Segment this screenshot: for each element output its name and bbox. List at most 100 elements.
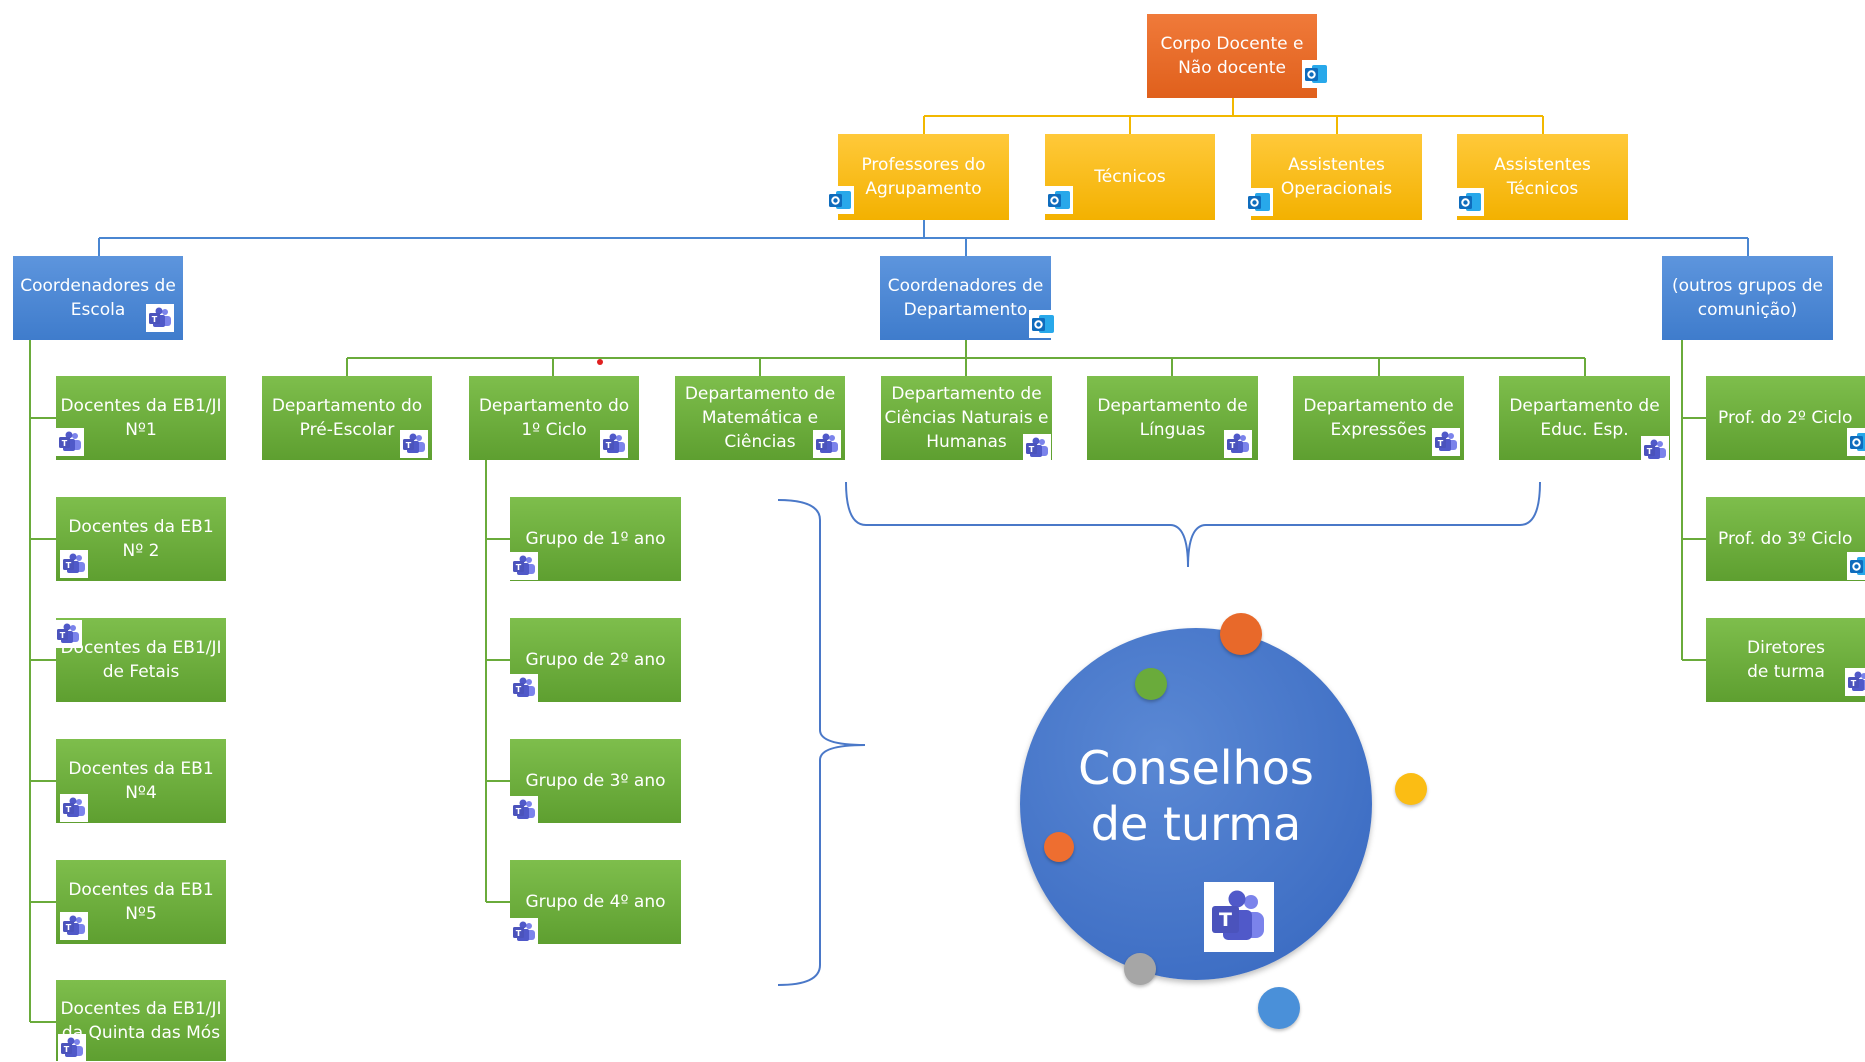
node-grupo-2-ano[interactable]: Grupo de 2º ano bbox=[510, 618, 681, 702]
class-councils-label-line2: de turma bbox=[1090, 797, 1302, 851]
node-dept-educ-esp-label: Departamento de Educ. Esp. bbox=[1509, 396, 1660, 440]
svg-text:T: T bbox=[1230, 441, 1236, 450]
node-tecnicos[interactable]: Técnicos bbox=[1045, 134, 1215, 220]
node-grupo-1-ano[interactable]: Grupo de 1º ano bbox=[510, 497, 681, 581]
outlook-icon[interactable] bbox=[1456, 188, 1484, 216]
svg-text:T: T bbox=[516, 929, 522, 938]
teams-icon[interactable]: T bbox=[510, 918, 538, 946]
teams-icon[interactable]: T bbox=[510, 552, 538, 580]
outlook-icon[interactable] bbox=[1847, 428, 1865, 456]
node-grupo-1-ano-label: Grupo de 1º ano bbox=[525, 529, 666, 549]
yellow-dot bbox=[1395, 773, 1427, 805]
teams-icon[interactable]: T bbox=[146, 304, 174, 332]
node-school-6[interactable]: Docentes da EB1/JI da Quinta das Mós bbox=[56, 980, 226, 1061]
node-root-label: Corpo Docente e Não docente bbox=[1160, 34, 1304, 78]
svg-text:T: T bbox=[1438, 439, 1444, 448]
teams-icon[interactable]: T bbox=[60, 912, 88, 940]
teams-icon[interactable]: T bbox=[813, 430, 841, 458]
node-professores-label: Professores do Agrupamento bbox=[861, 155, 986, 199]
node-prof-2-ciclo[interactable]: Prof. do 2º Ciclo bbox=[1706, 376, 1865, 460]
outlook-icon[interactable] bbox=[1302, 60, 1330, 88]
node-school-3-label: Docentes da EB1/JI de Fetais bbox=[60, 638, 222, 682]
teams-icon[interactable]: T bbox=[510, 796, 538, 824]
node-grupo-3-ano-label: Grupo de 3º ano bbox=[525, 771, 666, 791]
svg-text:T: T bbox=[62, 439, 68, 448]
outlook-icon[interactable] bbox=[1847, 552, 1865, 580]
teams-icon[interactable]: T bbox=[60, 794, 88, 822]
node-grupo-3-ano[interactable]: Grupo de 3º ano bbox=[510, 739, 681, 823]
teams-icon[interactable]: T bbox=[510, 674, 538, 702]
teams-icon[interactable]: T bbox=[1845, 668, 1865, 696]
teams-icon[interactable]: T bbox=[1432, 428, 1460, 456]
node-outros-grupos[interactable]: (outros grupos de comunição) bbox=[1662, 256, 1833, 340]
node-dept-pre-escolar-label: Departamento do Pré-Escolar bbox=[271, 396, 423, 440]
node-school-4-label: Docentes da EB1 Nº4 bbox=[68, 759, 214, 803]
teams-icon[interactable]: T bbox=[56, 428, 84, 456]
outlook-icon[interactable] bbox=[1029, 310, 1057, 338]
teams-icon[interactable]: T bbox=[1023, 434, 1051, 462]
orange-dot bbox=[1220, 613, 1262, 655]
teams-icon[interactable]: T bbox=[600, 430, 628, 458]
node-diretores-turma[interactable]: Diretores de turma bbox=[1706, 618, 1865, 702]
green-dot bbox=[1135, 668, 1167, 700]
svg-text:T: T bbox=[1851, 679, 1857, 688]
svg-text:T: T bbox=[60, 631, 66, 640]
svg-text:T: T bbox=[516, 685, 522, 694]
teams-icon[interactable]: T bbox=[60, 550, 88, 578]
node-dept-matematica[interactable]: Departamento de Matemática e Ciências bbox=[675, 376, 845, 460]
svg-text:T: T bbox=[516, 807, 522, 816]
svg-text:T: T bbox=[1029, 445, 1035, 454]
node-assistentes-tecnicos[interactable]: Assistentes Técnicos bbox=[1457, 134, 1628, 220]
svg-text:T: T bbox=[516, 563, 522, 572]
teams-icon[interactable]: T bbox=[1224, 430, 1252, 458]
node-dept-expressoes-label: Departamento de Expressões bbox=[1303, 396, 1454, 440]
node-dept-matematica-label: Departamento de Matemática e Ciências bbox=[684, 384, 836, 452]
node-outros-grupos-label: (outros grupos de comunição) bbox=[1671, 276, 1823, 320]
outlook-icon[interactable] bbox=[1045, 186, 1073, 214]
node-school-2-label: Docentes da EB1 Nº 2 bbox=[68, 517, 214, 561]
class-councils-label-line1: Conselhos bbox=[1078, 741, 1314, 795]
blue-dot bbox=[1258, 987, 1300, 1029]
teams-icon[interactable]: T bbox=[58, 1034, 86, 1062]
svg-text:T: T bbox=[1219, 909, 1232, 931]
node-school-1-label: Docentes da EB1/JI Nº1 bbox=[60, 396, 222, 440]
outlook-icon[interactable] bbox=[1245, 188, 1273, 216]
gray-dot bbox=[1124, 953, 1156, 985]
node-school-1[interactable]: Docentes da EB1/JI Nº1 bbox=[56, 376, 226, 460]
node-school-3[interactable]: Docentes da EB1/JI de Fetais bbox=[56, 618, 226, 702]
teams-logo-icon[interactable]: T bbox=[1204, 882, 1274, 952]
class-councils-label: Conselhos de turma bbox=[1020, 740, 1372, 852]
teams-icon[interactable]: T bbox=[400, 430, 428, 458]
node-root[interactable]: Corpo Docente e Não docente bbox=[1147, 14, 1317, 98]
orange-dot-small bbox=[1044, 832, 1074, 862]
node-assistentes-tecnicos-label: Assistentes Técnicos bbox=[1494, 155, 1591, 199]
svg-text:T: T bbox=[66, 805, 72, 814]
svg-text:T: T bbox=[64, 1045, 70, 1054]
node-grupo-4-ano[interactable]: Grupo de 4º ano bbox=[510, 860, 681, 944]
node-prof-3-ciclo[interactable]: Prof. do 3º Ciclo bbox=[1706, 497, 1865, 581]
node-coordenadores-escola-label: Coordenadores de Escola bbox=[20, 276, 176, 320]
node-dept-linguas-label: Departamento de Línguas bbox=[1097, 396, 1248, 440]
svg-text:T: T bbox=[152, 315, 158, 324]
node-prof-3-ciclo-label: Prof. do 3º Ciclo bbox=[1718, 529, 1853, 549]
node-diretores-turma-label: Diretores de turma bbox=[1747, 638, 1825, 682]
svg-text:T: T bbox=[66, 561, 72, 570]
node-dept-ciencias-naturais-label: Departamento de Ciências Naturais e Huma… bbox=[884, 384, 1049, 452]
teams-icon[interactable]: T bbox=[1641, 436, 1669, 464]
node-coordenadores-departamento[interactable]: Coordenadores de Departamento bbox=[880, 256, 1051, 340]
node-professores[interactable]: Professores do Agrupamento bbox=[838, 134, 1009, 220]
outlook-icon[interactable] bbox=[826, 186, 854, 214]
svg-text:T: T bbox=[606, 441, 612, 450]
node-school-5-label: Docentes da EB1 Nº5 bbox=[68, 880, 214, 924]
svg-text:T: T bbox=[66, 923, 72, 932]
node-prof-2-ciclo-label: Prof. do 2º Ciclo bbox=[1718, 408, 1853, 428]
node-assistentes-operacionais[interactable]: Assistentes Operacionais bbox=[1251, 134, 1422, 220]
svg-text:T: T bbox=[1647, 447, 1653, 456]
teams-icon[interactable]: T bbox=[54, 620, 82, 648]
node-grupo-4-ano-label: Grupo de 4º ano bbox=[525, 892, 666, 912]
node-assistentes-operacionais-label: Assistentes Operacionais bbox=[1280, 155, 1393, 199]
node-coordenadores-departamento-label: Coordenadores de Departamento bbox=[887, 276, 1044, 320]
node-grupo-2-ano-label: Grupo de 2º ano bbox=[525, 650, 666, 670]
class-councils-circle[interactable] bbox=[1020, 628, 1372, 980]
node-tecnicos-label: Técnicos bbox=[1094, 167, 1166, 187]
